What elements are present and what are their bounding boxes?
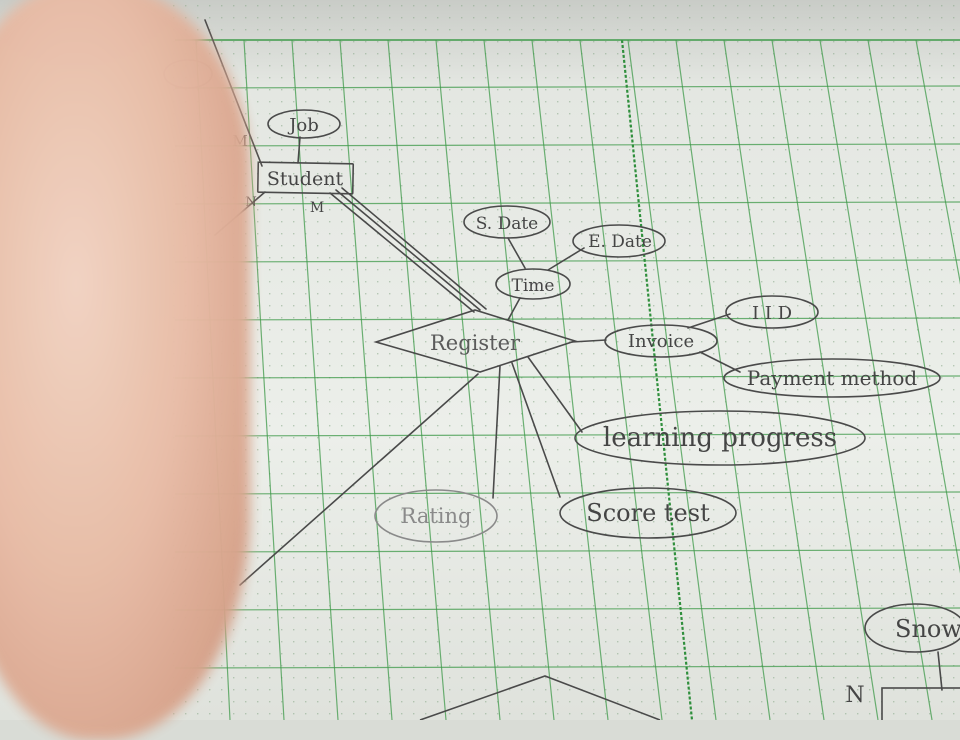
edge-invoice-payment [699,351,741,373]
grid-horizontal-line [174,201,960,205]
grid-horizontal-line [174,375,960,379]
grid-vertical-line [339,39,393,721]
edge-register-invoice [571,339,607,343]
grid-vertical-line [435,39,501,721]
grid-vertical-line [579,39,663,721]
edge-time-sdate [507,237,526,269]
entity-student [256,161,355,195]
edge-time-edate [547,247,585,271]
grid-horizontal-line [174,549,960,553]
attr-progress-label: learning progress [603,423,837,453]
grid-vertical-line [483,39,555,721]
edge-register-time [507,297,521,321]
attr-snow-oval [864,603,960,653]
cardinality-n-left: N [245,195,256,210]
edge-register-down [239,373,479,586]
grid-vertical-line [531,39,609,721]
attr-edate-label: E. Date [588,232,652,252]
grid-horizontal-line [174,85,960,89]
edge-student-register-a [329,192,475,313]
edge-register-progress [527,356,583,433]
grid-vertical-line [387,39,447,721]
attr-snow-label: Snow [895,615,960,643]
edge-student-job [297,136,301,164]
attr-payment-oval [723,358,941,398]
edge-student-register-b [335,189,481,311]
grid-vertical-line [771,39,879,721]
grid-vertical-line [867,39,960,574]
cardinality-m-student: M [310,200,324,216]
grid-vertical-line [819,39,933,721]
attr-invoice-label: Invoice [628,331,694,352]
attr-time-label: Time [512,276,555,296]
entity-student-label: Student [267,168,344,190]
attr-invoice-oval [604,324,718,358]
grid-lines [170,0,960,727]
attr-time-oval [495,268,571,300]
attr-iid-label: I I D [752,303,792,324]
attr-score-oval [559,487,737,539]
finger-occlusion [0,0,250,740]
attr-job-oval [267,109,341,139]
attr-score-label: Score test [586,499,710,527]
attr-rating-label: Rating [401,504,472,528]
grid-vertical-line [627,39,717,721]
grid-horizontal-line [174,665,960,669]
entity-bottom-right [881,687,960,720]
edge-register-rating [492,365,501,499]
edge-snow-down [937,651,943,691]
attr-iid-oval [725,295,819,329]
grid-vertical-line [675,39,771,721]
cardinality-n-bottom: N [845,683,864,708]
edge-register-score [511,362,561,498]
attr-payment-label: Payment method [747,366,918,390]
relationship-register-label: Register [430,331,521,355]
grid-horizontal-line [174,433,960,437]
relationship-register [373,309,578,373]
attr-sdate-oval [463,205,551,239]
grid-vertical-line [915,39,960,285]
attr-job-label: Job [287,115,319,136]
grid-vertical-line [723,39,825,721]
er-diagram: Job Student S. Date E. Date Time Registe… [163,19,960,720]
attr-sdate-label: S. Date [476,214,539,234]
edge-invoice-iid [687,313,731,329]
attr-edate-oval [572,224,666,258]
grid-horizontal-line [174,143,960,147]
grid-vertical-line [291,39,339,721]
attr-progress-oval [574,410,866,466]
grid-horizontal-line [174,259,960,263]
grid-vertical-line [243,39,285,721]
edge-student-register-c [341,187,487,310]
grid-horizontal-line [174,491,960,495]
relationship-bottom [419,675,661,720]
attr-rating-oval [374,489,498,543]
grid-horizontal-line [174,607,960,611]
grid-horizontal-line [174,317,960,321]
